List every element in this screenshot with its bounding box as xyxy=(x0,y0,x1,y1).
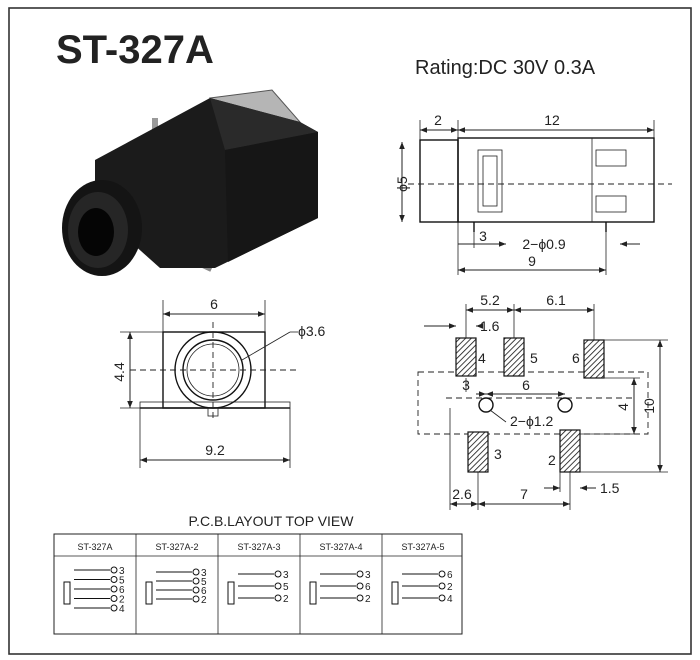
pin-label: 6 xyxy=(447,570,453,581)
pad-5 xyxy=(503,337,525,377)
pad-2 xyxy=(559,429,581,473)
pcb-variant-4: ST-327A-4 362 xyxy=(309,542,371,605)
dim-hole-span: 6 xyxy=(522,377,530,393)
dim-front-height: 4.4 xyxy=(111,362,127,382)
pad-3 xyxy=(467,431,489,473)
pin-terminal xyxy=(192,577,200,585)
variant-name: ST-327A-4 xyxy=(319,542,362,552)
pin-label: 3 xyxy=(201,568,207,579)
pin-label: 5 xyxy=(119,576,125,587)
dim-hole-offset: 3 xyxy=(462,377,470,393)
pin-terminal xyxy=(192,586,200,594)
dim-barrel-diameter: ϕ5 xyxy=(394,176,410,192)
dim-left-offset: 2.6 xyxy=(452,486,472,502)
pin-label: 2 xyxy=(447,582,453,593)
pcb-variant-3: ST-327A-3 352 xyxy=(227,542,289,605)
dim-base-width: 9.2 xyxy=(205,442,225,458)
dim-total-height: 10 xyxy=(641,398,657,414)
pad-label-5: 5 xyxy=(530,350,538,366)
pin-terminal xyxy=(356,570,364,578)
pad-6 xyxy=(583,339,605,379)
pin-terminal xyxy=(110,576,118,583)
dim-body-length: 12 xyxy=(544,112,560,128)
front-view: 6 4.4 ϕ3.6 9.2 xyxy=(111,296,326,468)
pin-label: 2 xyxy=(119,595,125,606)
dim-pin-span: 9 xyxy=(528,253,536,269)
variant-name: ST-327A-3 xyxy=(237,542,280,552)
plug-symbol xyxy=(227,581,235,605)
mount-hole-left xyxy=(478,397,494,413)
sheet-frame xyxy=(8,7,692,655)
pin-terminal xyxy=(356,582,364,590)
pin-label: 5 xyxy=(283,582,289,593)
pin-label: 4 xyxy=(119,604,125,615)
mount-hole-right xyxy=(557,397,573,413)
pin-terminal xyxy=(110,566,118,574)
pin-terminal xyxy=(110,585,118,593)
rating-text: Rating:DC 30V 0.3A xyxy=(415,57,596,79)
pin-terminal xyxy=(274,570,282,578)
pin-label: 5 xyxy=(201,577,207,588)
plug-symbol xyxy=(63,581,71,605)
jack-product-image xyxy=(62,89,318,276)
pin-terminal xyxy=(192,595,200,603)
pcb-layout-table xyxy=(53,533,463,635)
pad-label-3: 3 xyxy=(494,446,502,462)
pin-terminal xyxy=(356,594,364,602)
dim-front-width: 6 xyxy=(210,296,218,312)
pcb-footprint: 4 5 6 3 2 5.2 6.1 1.6 3 6 2−ϕ1.2 4 10 xyxy=(417,292,668,510)
pin-label: 2 xyxy=(283,594,289,605)
dim-bore-diameter: ϕ3.6 xyxy=(298,323,326,339)
dim-hole-diameter: 2−ϕ1.2 xyxy=(510,413,553,429)
pad-label-2: 2 xyxy=(548,452,556,468)
pin-terminal xyxy=(274,582,282,590)
model-title: ST-327A xyxy=(56,28,214,72)
dim-hole-vertical: 4 xyxy=(615,403,631,411)
pin-terminal xyxy=(438,582,446,590)
pad-label-4: 4 xyxy=(478,350,486,366)
pin-label: 3 xyxy=(119,566,125,577)
pad-4 xyxy=(455,337,477,377)
pin-label: 2 xyxy=(365,594,371,605)
pcb-layout-title: P.C.B.LAYOUT TOP VIEW xyxy=(189,513,355,529)
plug-symbol xyxy=(309,581,317,605)
dim-pad-width: 1.6 xyxy=(480,318,500,334)
dim-front-depth: 2 xyxy=(434,112,442,128)
pin-label: 6 xyxy=(119,585,125,596)
pin-label: 3 xyxy=(365,570,371,581)
pin-terminal xyxy=(110,595,118,602)
dim-bottom-span: 7 xyxy=(520,486,528,502)
pcb-variant-5: ST-327A-5 624 xyxy=(391,542,453,605)
plug-symbol xyxy=(391,581,399,605)
pin-terminal xyxy=(438,570,446,578)
dim-pin-offset: 3 xyxy=(479,228,487,244)
pin-label: 6 xyxy=(201,586,207,597)
variant-name: ST-327A-2 xyxy=(155,542,198,552)
pin-label: 6 xyxy=(365,582,371,593)
variant-name: ST-327A-5 xyxy=(401,542,444,552)
plug-symbol xyxy=(145,581,153,605)
pin-terminal xyxy=(192,568,200,576)
variant-name: ST-327A xyxy=(77,542,112,552)
pad-label-6: 6 xyxy=(572,350,580,366)
dim-pin-diameter: 2−ϕ0.9 xyxy=(522,236,565,252)
pin-label: 4 xyxy=(447,594,453,605)
pin-label: 2 xyxy=(201,595,207,606)
dim-pad-pitch-a: 5.2 xyxy=(480,292,500,308)
pin-terminal xyxy=(438,594,446,602)
pin-terminal xyxy=(274,594,282,602)
pin-label: 3 xyxy=(283,570,289,581)
dim-pad-size: 1.5 xyxy=(600,480,620,496)
dim-pad-pitch-b: 6.1 xyxy=(546,292,566,308)
side-view: 2 12 ϕ5 3 2−ϕ0.9 9 xyxy=(394,112,672,275)
pin-terminal xyxy=(110,604,118,612)
